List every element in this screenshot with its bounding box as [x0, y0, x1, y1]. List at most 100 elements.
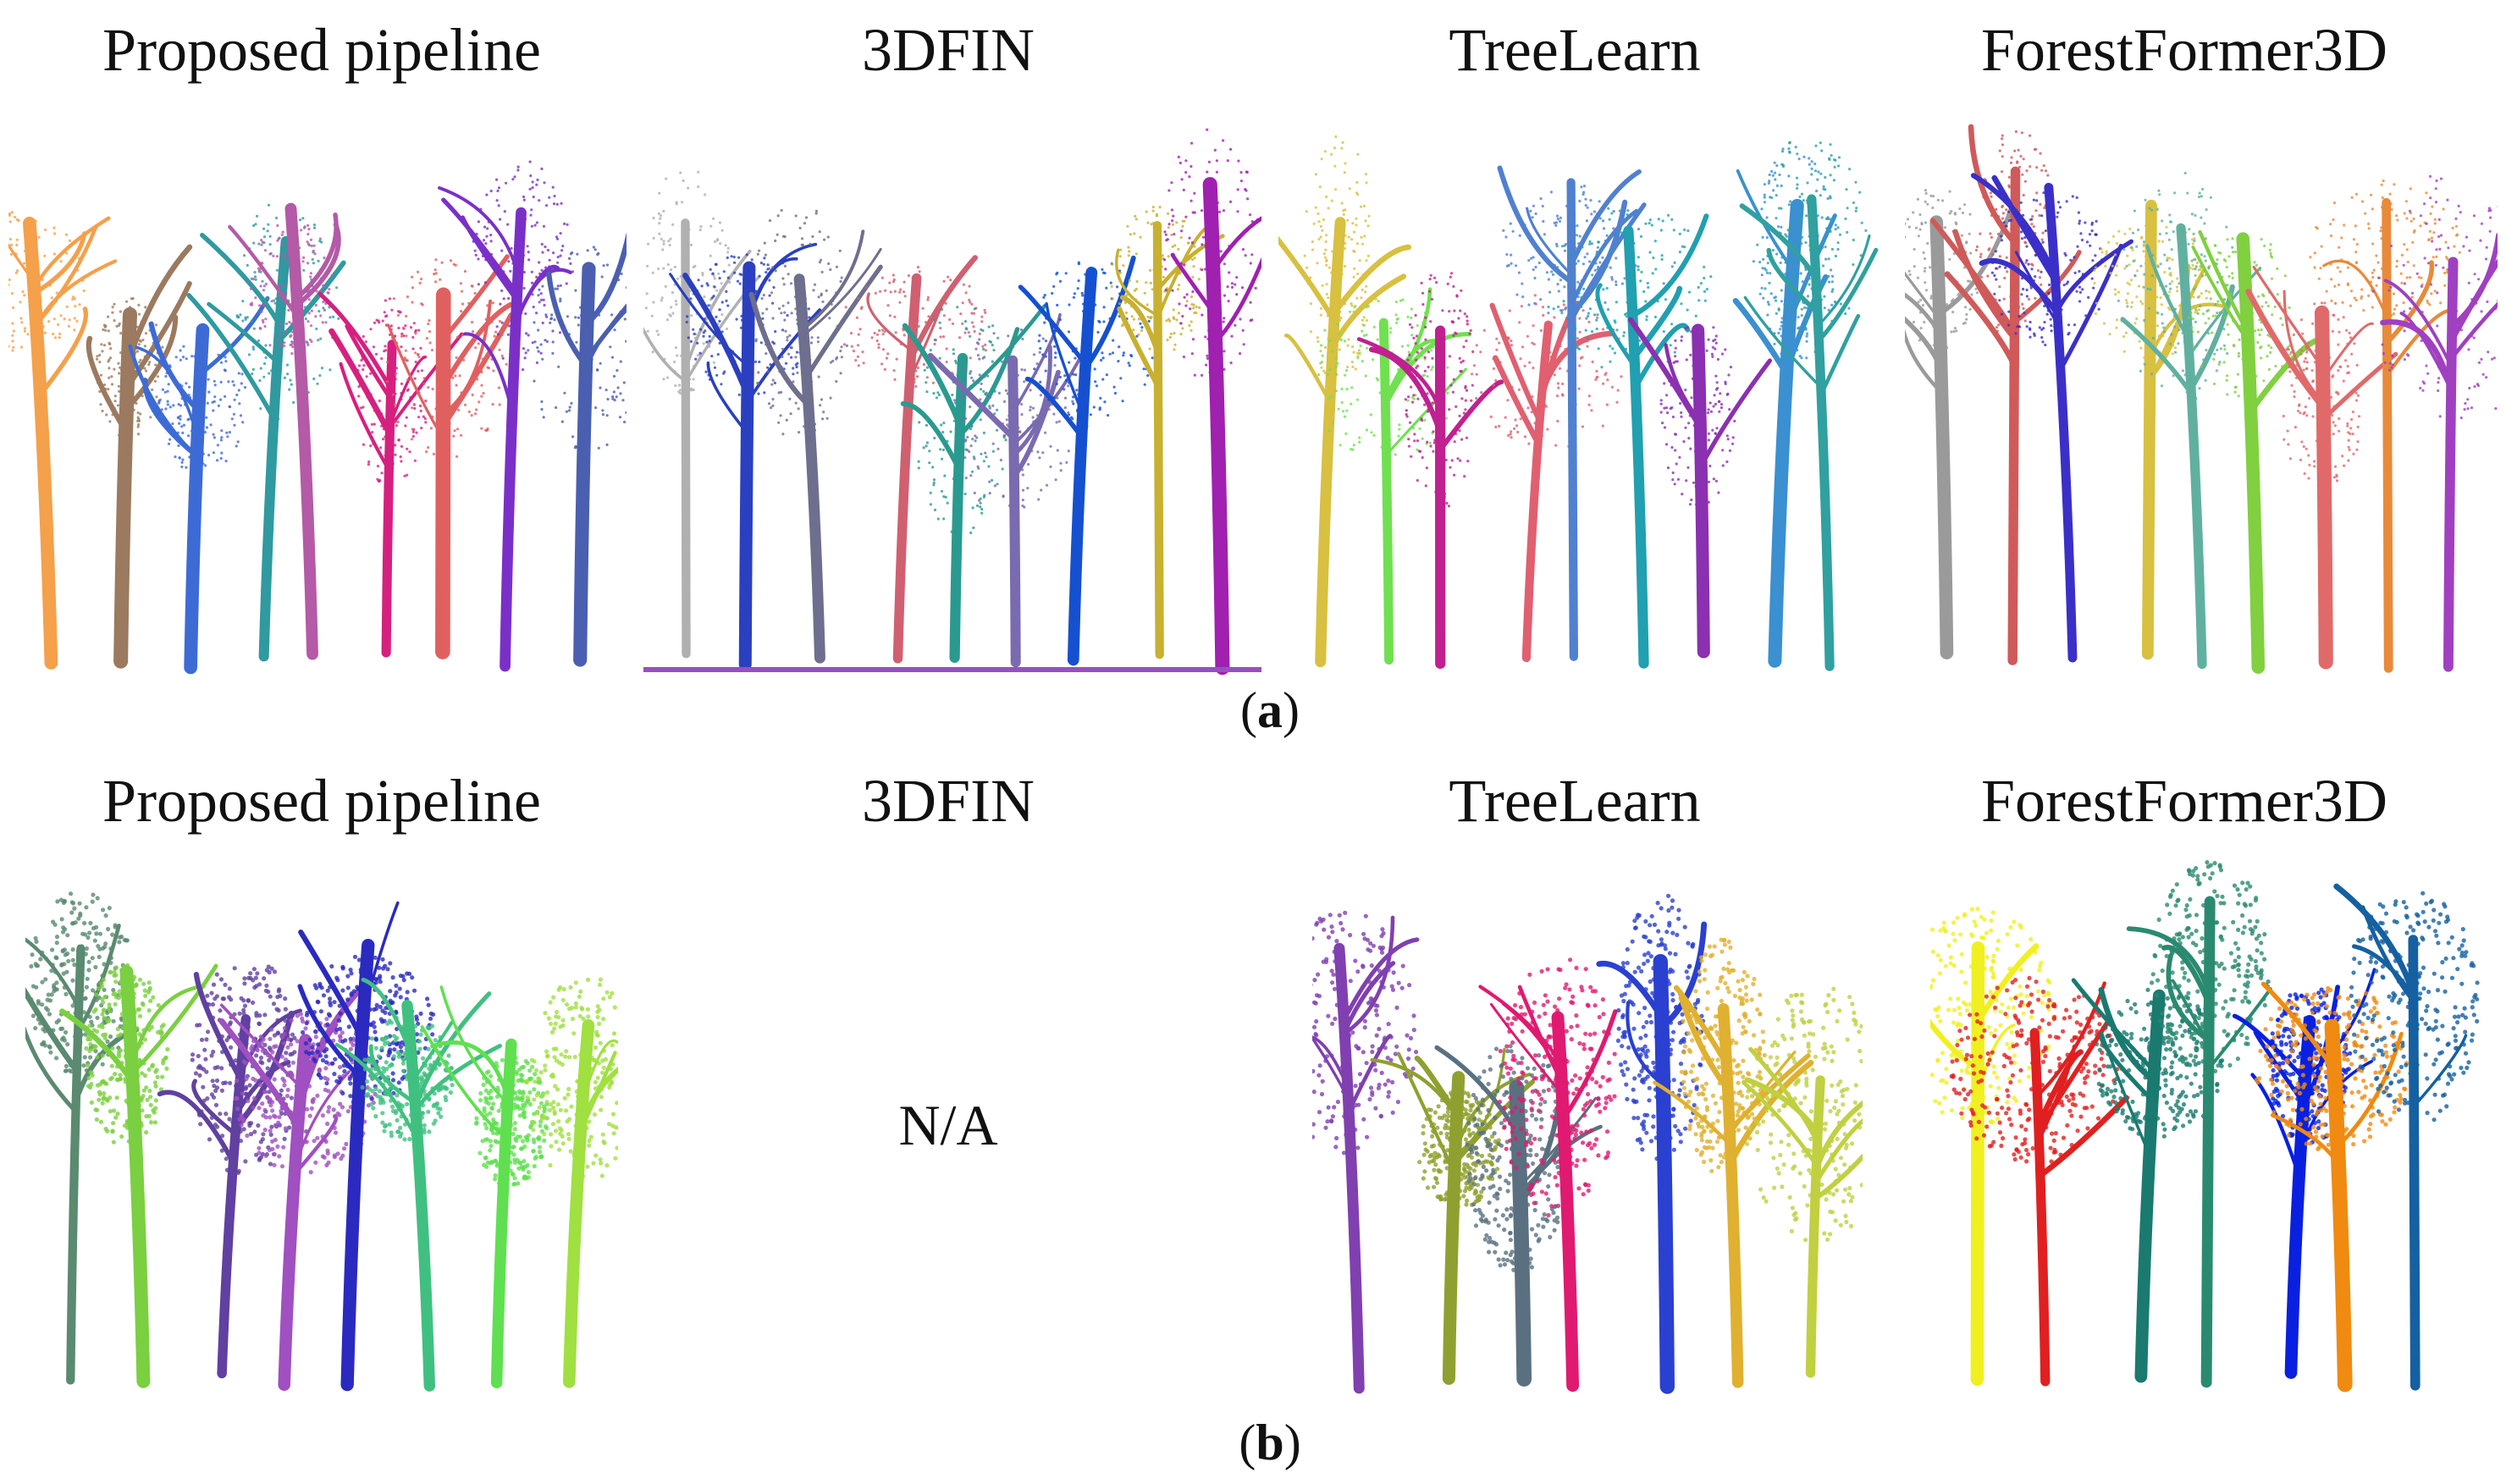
- point: [1328, 266, 1331, 269]
- point: [113, 394, 117, 398]
- point: [1695, 421, 1698, 425]
- point: [391, 418, 395, 422]
- point: [723, 370, 726, 373]
- tree-branch: [41, 306, 88, 394]
- point: [964, 417, 968, 421]
- point: [1111, 297, 1114, 301]
- point: [2034, 302, 2038, 306]
- point: [1543, 345, 1546, 350]
- point: [1053, 345, 1057, 348]
- point: [378, 478, 382, 482]
- point: [1101, 378, 1105, 381]
- point: [1052, 395, 1056, 400]
- point: [2131, 231, 2135, 234]
- point: [1609, 345, 1612, 348]
- point: [509, 269, 512, 273]
- point: [1454, 405, 1458, 408]
- point: [144, 369, 148, 372]
- tree-branch: [2014, 251, 2062, 332]
- point: [1241, 328, 1245, 332]
- point: [1032, 353, 1036, 356]
- point: [1029, 430, 1033, 433]
- point: [625, 339, 626, 343]
- point: [296, 350, 300, 354]
- point: [2144, 255, 2148, 258]
- point: [1183, 295, 1186, 299]
- point: [541, 251, 544, 254]
- point: [1495, 348, 1499, 351]
- point: [1030, 442, 1034, 445]
- point: [790, 356, 793, 359]
- point: [499, 302, 502, 306]
- point: [1112, 339, 1115, 342]
- point: [987, 325, 991, 328]
- point: [1616, 232, 1620, 235]
- point: [1414, 342, 1417, 345]
- point: [434, 280, 438, 284]
- point: [1245, 189, 1248, 192]
- point: [650, 314, 654, 317]
- point: [1780, 321, 1783, 324]
- point: [2035, 166, 2039, 169]
- point: [99, 373, 103, 377]
- point: [1637, 265, 1640, 268]
- point: [941, 307, 944, 312]
- tree-branch: [460, 215, 519, 301]
- point: [1510, 262, 1513, 265]
- point: [659, 217, 662, 220]
- point: [1596, 245, 1599, 249]
- point: [1149, 268, 1152, 272]
- point: [1331, 350, 1334, 353]
- point: [1355, 242, 1359, 245]
- point: [1459, 309, 1462, 312]
- point: [1356, 193, 1360, 196]
- point: [983, 308, 986, 312]
- point: [1021, 337, 1024, 341]
- point: [1046, 483, 1049, 487]
- point: [1250, 318, 1254, 322]
- point: [996, 336, 1000, 339]
- point: [477, 342, 480, 345]
- point: [826, 235, 830, 239]
- point: [1580, 279, 1583, 283]
- point: [972, 312, 976, 315]
- point: [439, 353, 443, 356]
- point: [1421, 437, 1424, 440]
- point: [963, 439, 967, 443]
- point: [1041, 451, 1045, 455]
- point: [1181, 219, 1184, 223]
- point: [1122, 264, 1125, 268]
- point: [272, 254, 275, 257]
- point: [1021, 499, 1024, 502]
- point: [484, 357, 489, 361]
- point: [2200, 274, 2204, 278]
- point: [1182, 188, 1185, 192]
- point: [972, 526, 975, 530]
- point: [1689, 353, 1692, 356]
- point: [2100, 251, 2104, 254]
- point: [1038, 350, 1041, 354]
- point: [380, 472, 384, 475]
- point: [1058, 375, 1062, 379]
- point: [1179, 333, 1183, 336]
- point: [689, 339, 693, 343]
- point: [952, 352, 956, 356]
- point: [1344, 373, 1347, 377]
- point: [2019, 201, 2023, 204]
- tree-instance: [842, 255, 987, 664]
- point: [409, 326, 413, 329]
- point: [595, 368, 599, 372]
- point: [164, 374, 168, 378]
- point: [1829, 218, 1832, 221]
- point: [196, 445, 199, 449]
- point: [291, 230, 295, 234]
- point: [522, 195, 526, 199]
- point: [1101, 268, 1104, 271]
- point: [1530, 411, 1533, 414]
- point: [1159, 291, 1162, 295]
- point: [972, 325, 975, 328]
- point: [1797, 157, 1801, 161]
- point: [279, 270, 282, 273]
- point: [536, 178, 539, 182]
- point: [708, 339, 711, 343]
